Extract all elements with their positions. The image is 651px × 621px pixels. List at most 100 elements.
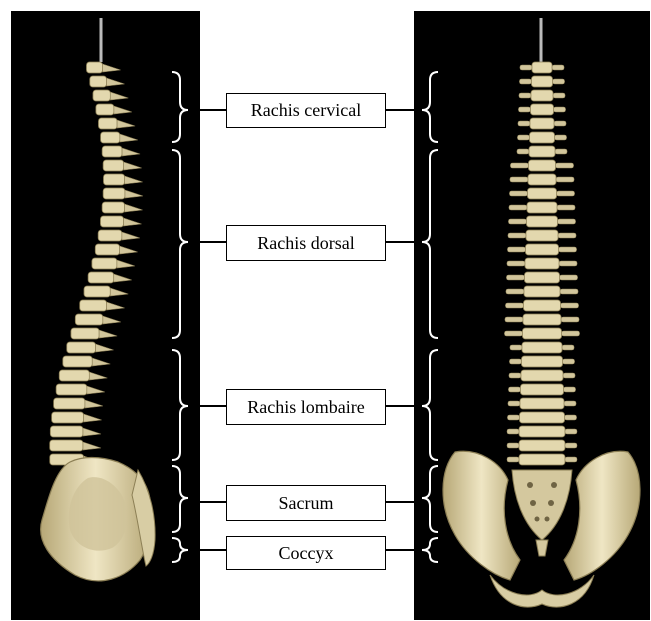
lateral-spinous-process (125, 204, 143, 212)
transverse-process (510, 345, 522, 350)
anterior-vertebra (531, 90, 553, 101)
transverse-process (520, 65, 532, 70)
lateral-spinous-process (89, 372, 107, 380)
lateral-vertebra (102, 146, 122, 157)
transverse-process (564, 401, 576, 406)
anterior-vertebra (527, 188, 556, 199)
lateral-spinous-process (99, 330, 117, 338)
transverse-process (560, 275, 578, 280)
transverse-process (519, 93, 531, 98)
bracket-lombaire-right (422, 350, 438, 460)
transverse-process (508, 387, 520, 392)
lateral-spinous-process (122, 232, 140, 240)
anterior-vertebra (520, 384, 563, 395)
bracket-dorsal-right (422, 150, 438, 338)
anterior-vertebra (525, 244, 558, 255)
lateral-spinous-process (103, 64, 121, 72)
lateral-spinous-process (110, 288, 128, 296)
lateral-vertebra (50, 426, 83, 437)
anterior-vertebra (525, 258, 559, 269)
lateral-vertebra (86, 62, 102, 73)
label-rachis-dorsal: Rachis dorsal (226, 225, 386, 261)
left-brackets (172, 72, 188, 562)
lateral-spinous-process (122, 148, 140, 156)
lateral-spinous-process (117, 120, 135, 128)
transverse-process (555, 135, 567, 140)
lateral-spinous-process (103, 316, 121, 324)
anterior-spine-image (443, 18, 640, 607)
transverse-process (506, 275, 524, 280)
transverse-process (517, 135, 529, 140)
transverse-process (557, 191, 575, 196)
transverse-process (509, 191, 527, 196)
anterior-vertebra (524, 272, 559, 283)
transverse-process (510, 163, 528, 168)
transverse-process (507, 415, 519, 420)
label-rachis-cervical: Rachis cervical (226, 93, 386, 128)
bracket-cervical-right (422, 72, 438, 142)
transverse-process (507, 457, 519, 462)
anterior-vertebra (526, 230, 558, 241)
transverse-process (552, 65, 564, 70)
transverse-process (558, 219, 576, 224)
transverse-process (565, 415, 577, 420)
bracket-coccyx-right (422, 538, 438, 562)
lateral-vertebra (84, 286, 110, 297)
lateral-vertebra (75, 314, 103, 325)
bracket-sacrum-right (422, 466, 438, 532)
lateral-spinous-process (92, 358, 110, 366)
lateral-vertebra (90, 76, 107, 87)
lateral-spinous-process (85, 400, 103, 408)
label-coccyx: Coccyx (226, 536, 386, 570)
transverse-process (519, 79, 531, 84)
transverse-process (559, 247, 577, 252)
transverse-process (553, 79, 565, 84)
lateral-vertebra (103, 174, 124, 185)
transverse-process (507, 443, 519, 448)
bracket-dorsal-left (172, 150, 188, 338)
anterior-vertebra (523, 300, 560, 311)
transverse-process (564, 387, 576, 392)
lateral-vertebra (59, 370, 89, 381)
anterior-vertebra (532, 62, 552, 73)
transverse-process (518, 107, 530, 112)
lateral-vertebra (103, 160, 124, 171)
transverse-process (505, 303, 523, 308)
right-brackets (422, 72, 438, 562)
transverse-process (555, 149, 567, 154)
anterior-vertebra (524, 286, 560, 297)
anterior-vertebra (530, 104, 553, 115)
transverse-process (509, 359, 521, 364)
transverse-process (554, 107, 566, 112)
anterior-vertebra (519, 440, 565, 451)
transverse-process (509, 205, 527, 210)
anterior-vertebra (531, 76, 552, 87)
anterior-vertebra (529, 146, 555, 157)
anterior-vertebra (527, 202, 557, 213)
lateral-spinous-process (107, 302, 125, 310)
bracket-sacrum-left (172, 466, 188, 532)
lateral-spinous-process (120, 246, 138, 254)
lateral-vertebra (92, 258, 117, 269)
anterior-vertebra (523, 314, 561, 325)
lateral-vertebra (67, 342, 96, 353)
transverse-process (557, 205, 575, 210)
lateral-spinous-process (84, 414, 102, 422)
transverse-process (509, 373, 521, 378)
anterior-vertebra (522, 328, 561, 339)
anterior-vertebra (520, 398, 564, 409)
lateral-spine-image (41, 18, 155, 581)
lateral-spinous-process (117, 260, 135, 268)
anterior-vertebra (521, 370, 563, 381)
transverse-process (563, 359, 575, 364)
label-sacrum: Sacrum (226, 485, 386, 521)
bracket-coccyx-left (172, 538, 188, 562)
transverse-process (562, 345, 574, 350)
lateral-spinous-process (107, 78, 125, 86)
transverse-process (517, 149, 529, 154)
lateral-spinous-process (83, 442, 101, 450)
lateral-vertebra (96, 104, 114, 115)
anterior-vertebra (526, 216, 557, 227)
lateral-vertebra (80, 300, 107, 311)
lateral-spinous-process (114, 274, 132, 282)
